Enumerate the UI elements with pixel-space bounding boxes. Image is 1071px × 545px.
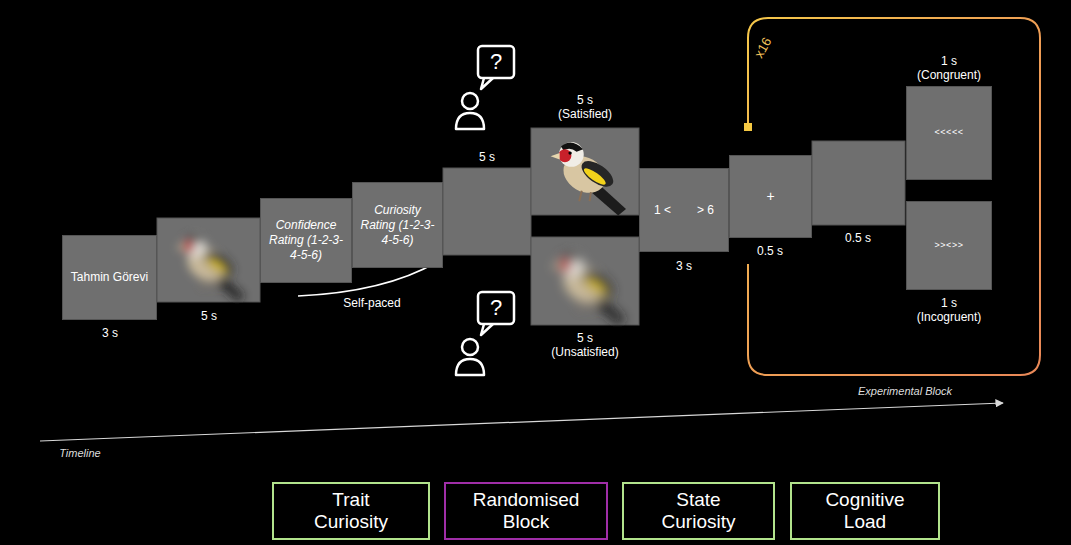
person-question-icon [456,292,514,375]
duration-label: 5 s (Unsatisfied) [546,331,624,360]
speech-tail [481,78,493,89]
box-text: <<<<< [935,127,964,138]
duration-label: 3 s [664,259,704,273]
scale-screen: 1 < > 6 [639,168,729,252]
timeline-arrow [40,403,1003,441]
blurred-bird [175,234,245,302]
repeat-count: x16 [749,31,778,65]
person-body [456,113,484,129]
flanker-screen: >><>> [906,201,992,290]
person-head [462,339,478,355]
box-text: Confidence Rating (1-2-3-4-5-6) [266,218,346,263]
person-body [456,359,484,375]
duration-label: 1 s (Incogruent) [913,296,985,325]
person-head [462,93,478,109]
duration-label: 5 s [189,309,229,323]
flanker-screen: <<<<< [906,86,992,180]
satisfied-screen [531,128,639,215]
blurred-bird [551,252,626,325]
box-text: 1 < [654,203,671,218]
speech-tail [481,324,493,335]
axis-label: Experimental Block [845,385,965,398]
blurred-screen [157,218,260,302]
phase-box: Trait Curiosity [272,482,430,540]
duration-label: 1 s (Congruent) [913,54,985,83]
box-text: >><>> [935,240,964,251]
box-text: Cognitive Load [820,489,910,533]
instruction-screen: Tahmin Görevi [62,235,157,320]
box-text: State Curiosity [652,489,745,533]
fixation-screen: + [729,155,812,238]
speech-bubble [478,46,514,78]
blank-screen [812,141,905,225]
duration-label: 5 s (Satisfied) [552,93,618,122]
box-text: + [766,188,774,206]
rating-screen: Curiosity Rating (1-2-3-4-5-6) [352,182,443,268]
loop-marker [744,123,752,131]
phase-box: Randomised Block [444,482,608,540]
person-question-icon [456,46,514,129]
box-text: Tahmin Görevi [71,270,148,285]
unsatisfied-screen [531,237,639,325]
empty-screen [443,168,531,255]
speech-bubble [478,292,514,324]
note-label: Self-paced [327,296,417,310]
box-text: Randomised Block [473,489,580,533]
question-mark: ? [481,295,511,321]
box-text: Trait Curiosity [302,489,400,533]
phase-box: Cognitive Load [790,482,940,540]
duration-label: 3 s [90,326,130,340]
rating-screen: Confidence Rating (1-2-3-4-5-6) [260,198,352,283]
phase-box: State Curiosity [622,482,775,540]
duration-label: 5 s [467,150,507,164]
clear-bird [551,142,626,215]
box-text: Curiosity Rating (1-2-3-4-5-6) [358,203,437,248]
axis-label: Timeline [50,447,110,460]
question-mark: ? [481,49,511,75]
duration-label: 0.5 s [748,244,792,258]
duration-label: 0.5 s [836,231,880,245]
box-text: > 6 [697,203,714,218]
